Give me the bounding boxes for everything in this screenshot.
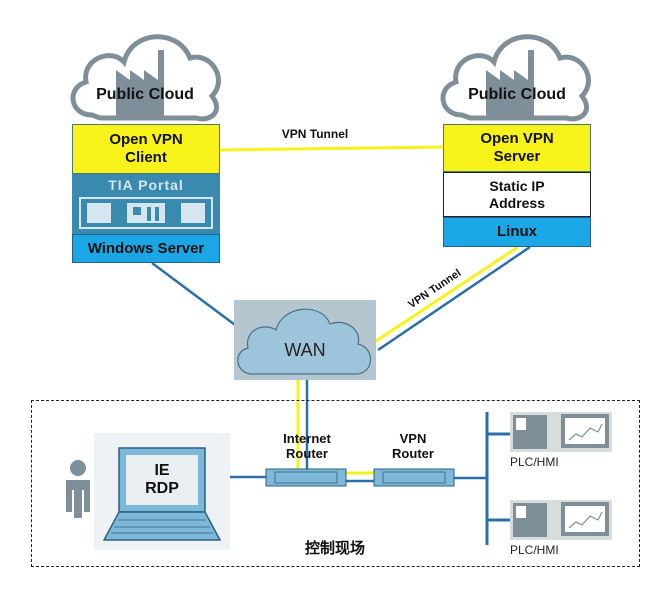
linux-wan-link <box>377 245 531 352</box>
windows-server-box: Windows Server <box>72 234 220 263</box>
tia-portal-label: TIA Portal <box>108 177 184 193</box>
internet-router-line1: Internet <box>283 431 331 446</box>
vpn-tunnel-top-label: VPN Tunnel <box>281 127 349 141</box>
wan-label: WAN <box>284 340 326 360</box>
left-cloud-label: Public Cloud <box>96 86 194 103</box>
vpn-router-icon <box>373 468 455 487</box>
internet-router-label: Internet Router <box>262 431 352 462</box>
tia-portal-screen-icon <box>79 196 213 229</box>
internet-router-line2: Router <box>286 445 328 461</box>
internet-router-icon <box>265 468 347 487</box>
openvpn-client-line1: Open VPN <box>109 131 183 148</box>
plc-hmi-label-2: PLC/HMI <box>510 543 559 557</box>
plc-hmi-icon-1 <box>510 412 612 452</box>
static-ip-box: Static IP Address <box>443 172 591 217</box>
vpn-router-line1: VPN <box>399 431 427 446</box>
openvpn-server-line2: Server <box>493 148 541 165</box>
right-cloud-label: Public Cloud <box>468 86 566 103</box>
static-ip-line1: Static IP <box>489 177 545 194</box>
laptop-label: IE RDP <box>126 462 198 499</box>
laptop-line2: RDP <box>145 480 179 498</box>
tia-portal-box: TIA Portal <box>72 174 220 234</box>
openvpn-server-box: Open VPN Server <box>443 124 591 172</box>
openvpn-client-line2: Client <box>125 149 167 166</box>
plc-hmi-label-1: PLC/HMI <box>510 455 559 469</box>
static-ip-line2: Address <box>488 194 546 211</box>
field-site-title: 控制现场 <box>304 540 365 557</box>
vpn-router-line2: Router <box>392 445 434 461</box>
vpn-tunnel-diagonal-line <box>372 245 519 345</box>
laptop-line1: IE <box>154 462 170 479</box>
linux-box: Linux <box>443 217 591 247</box>
vpn-router-label: VPN Router <box>368 431 458 462</box>
plc-hmi-icon-2 <box>510 500 612 540</box>
vpn-tunnel-top-line <box>219 145 445 152</box>
openvpn-client-box: Open VPN Client <box>72 124 220 174</box>
openvpn-server-line1: Open VPN <box>480 130 554 147</box>
field-site-area <box>31 400 640 567</box>
